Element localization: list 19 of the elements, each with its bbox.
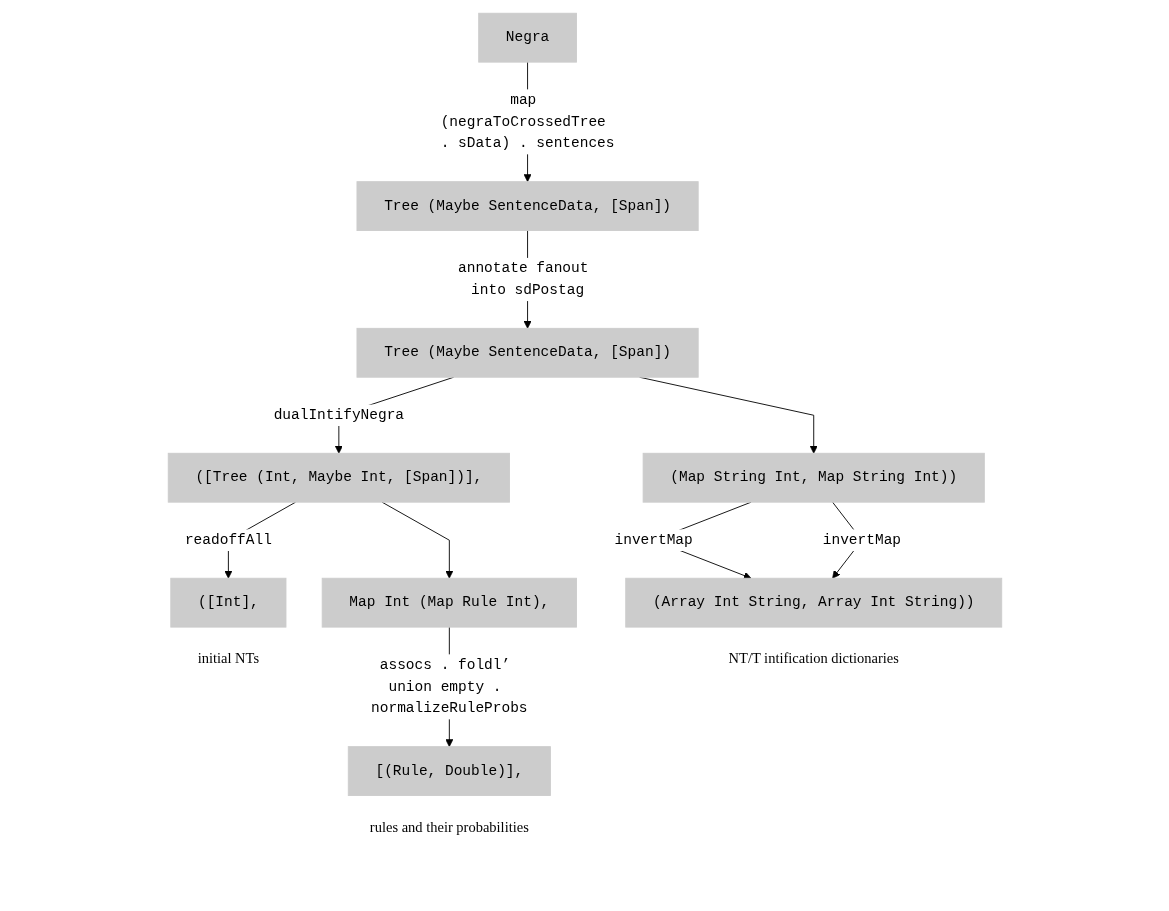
node-label: rules and their probabilities	[369, 818, 529, 834]
edge-label: annotate fanout into sdPostag	[457, 259, 588, 298]
node-box: (Map String Int, Map String Int))	[642, 452, 985, 503]
edge-label: dualIntifyNegra	[273, 406, 404, 423]
edge-label: map (negraToCrossedTree . sData) . sentences	[440, 91, 615, 152]
node-box: ([Tree (Int, Maybe Int, [Span])],	[167, 452, 510, 503]
edge-label: invertMap	[822, 531, 901, 548]
node-box: Map Int (Map Rule Int),	[321, 577, 577, 628]
node-box: Negra	[477, 12, 577, 63]
edge-label: invertMap	[614, 531, 693, 548]
node-label: NT/T intification dictionaries	[728, 650, 899, 666]
edge-label: readoffAll	[184, 531, 272, 548]
node-box: [(Rule, Double)],	[347, 745, 551, 796]
node-box: Tree (Maybe SentenceData, [Span])	[356, 180, 699, 231]
node-box: ([Int],	[169, 577, 286, 628]
node-label: initial NTs	[197, 650, 259, 666]
node-box: Tree (Maybe SentenceData, [Span])	[356, 327, 699, 378]
node-box: (Array Int String, Array Int String))	[624, 577, 1002, 628]
edge-label: assocs . foldl’ union empty . normalizeRuleProbs	[370, 656, 528, 717]
